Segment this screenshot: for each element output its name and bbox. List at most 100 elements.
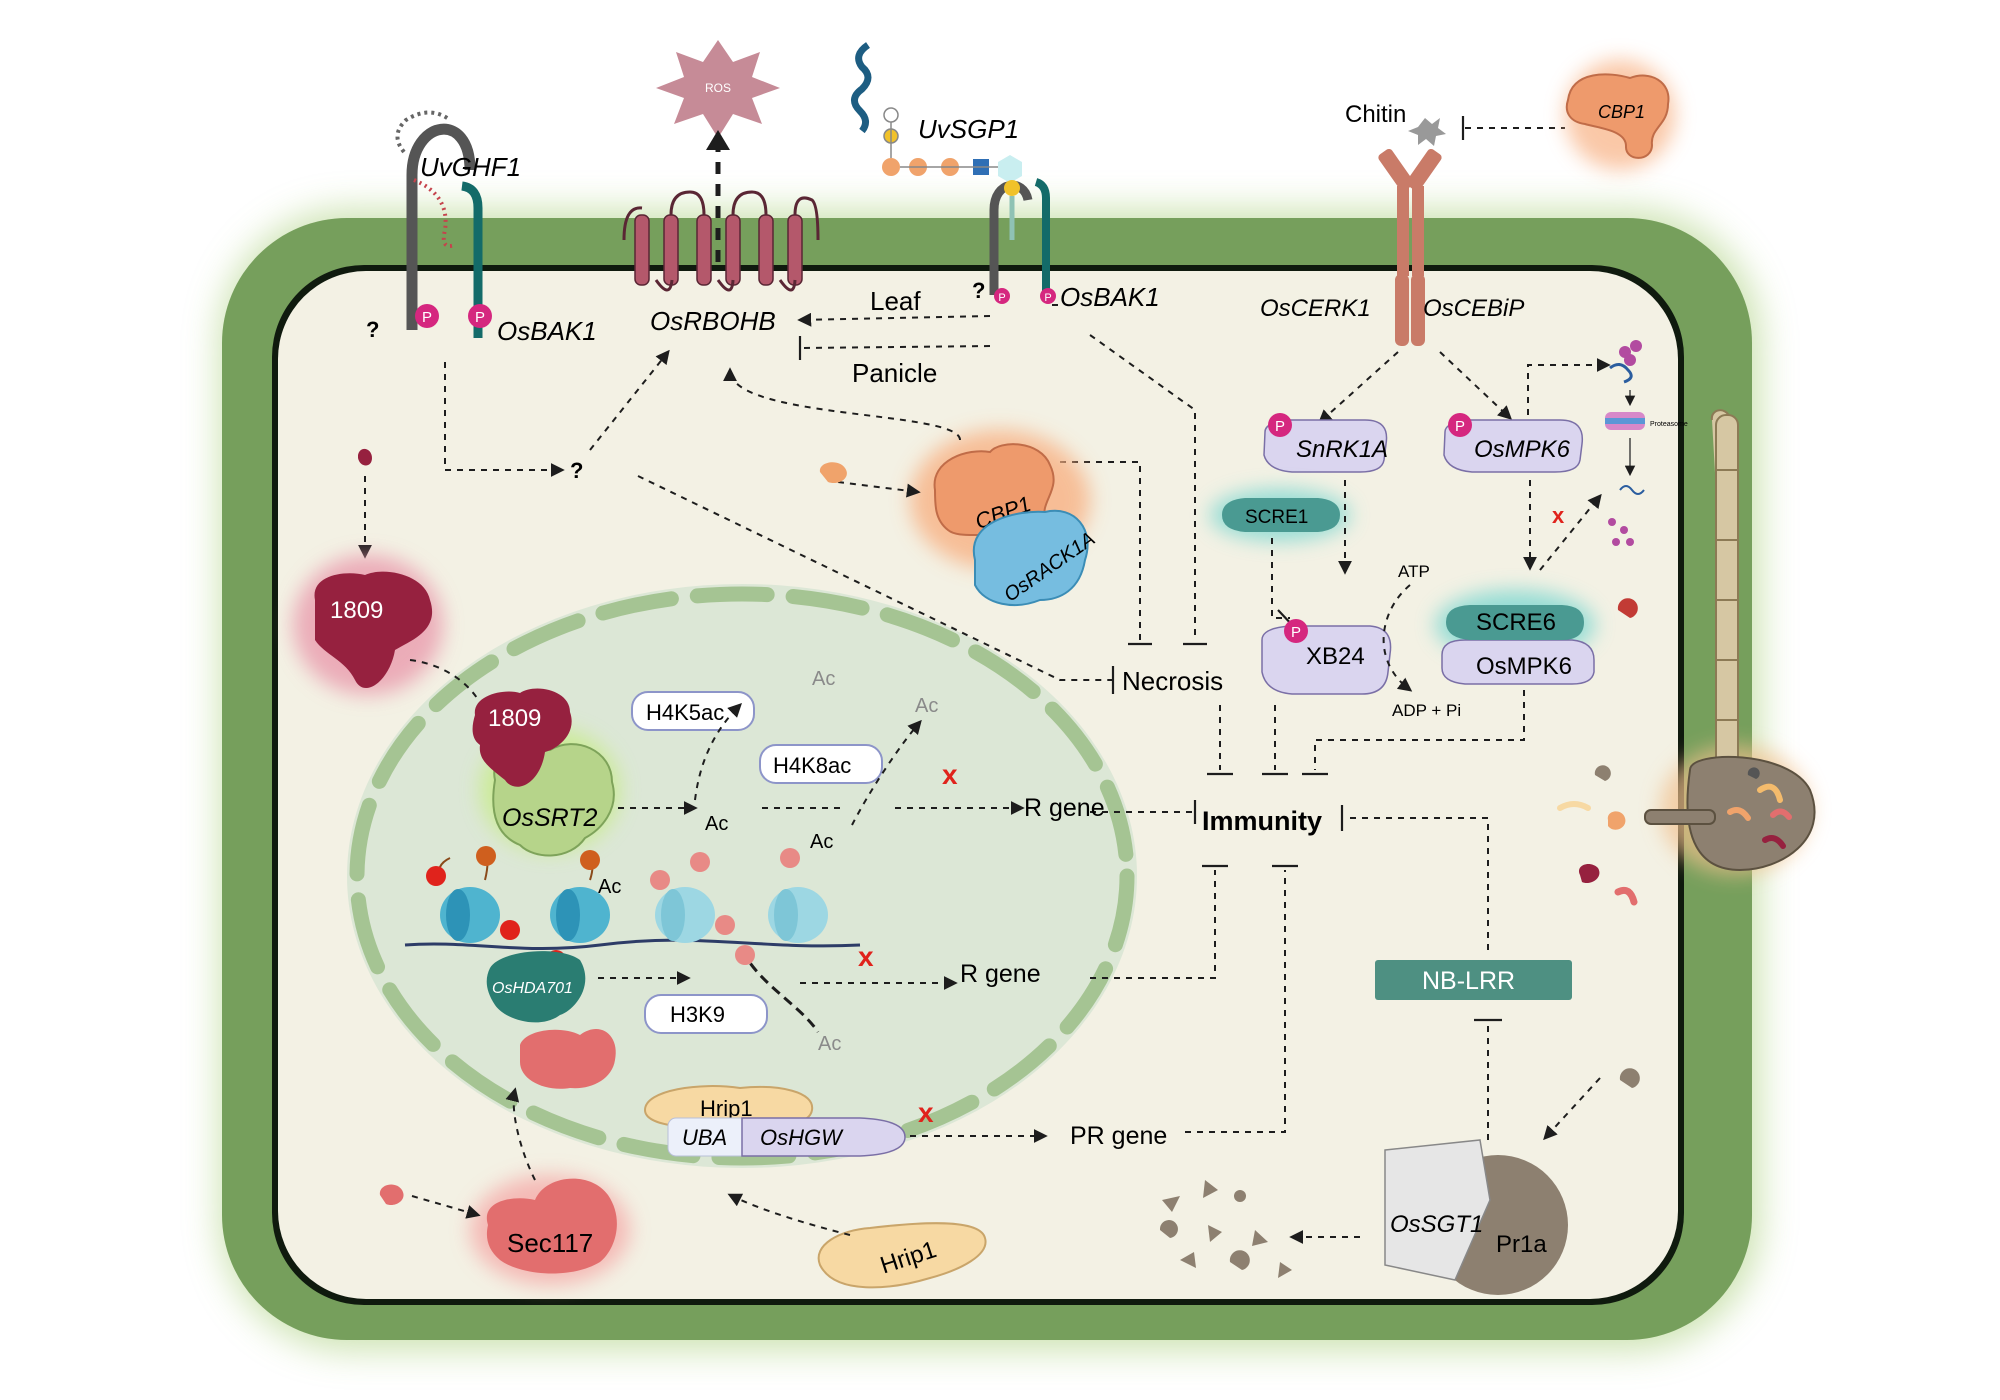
uvghf1-lrr [395,110,452,154]
ossrt2-label: OsSRT2 [502,804,597,832]
1809-into-nucleus [409,659,493,725]
oscerk1-oscebip-receptors [1378,148,1442,346]
ac-release-3 [740,949,820,1033]
red-x-proteasome: x [1552,503,1565,528]
nb-lrr-label: NB-LRR [1422,967,1515,995]
glycan-orange-1 [882,158,900,176]
p-label: P [422,309,432,326]
question-mark-3: ? [570,458,583,483]
panicle-label: Panicle [852,358,937,388]
snrk1a-phospho [1268,413,1292,437]
oshda701 [486,951,586,1023]
nuclear-envelope [349,586,1135,1166]
uvghf1-ligand [413,178,456,248]
ac-release-2 [851,719,922,826]
nb-lrr [1375,960,1572,1000]
p-label: P [1275,418,1285,435]
osmpk6-bottom-label: OsMPK6 [1476,653,1572,680]
r-gene-top-label: R gene [1024,794,1105,822]
scre6-label: SCRE6 [1476,609,1556,636]
osbak1-left-label: OsBAK1 [497,316,597,346]
question-inhibits-necrosis [637,475,1112,681]
scre1-inhibits-xb24 [1271,538,1290,619]
pr-gene-label: PR gene [1070,1122,1167,1150]
pr1a-entry-arrow [1543,1077,1601,1141]
effector-1809-inside [472,688,572,787]
proteasome-label: Proteasome [1650,421,1688,428]
necrosis-label: Necrosis [1122,666,1223,696]
atp-label: ATP [1398,562,1430,581]
adp-label: ADP + Pi [1392,701,1461,720]
sec117-into-nucleus [505,1087,536,1181]
ac-release-1 [694,703,742,801]
cbp1-outside-label: CBP1 [1598,102,1645,122]
leaf-arrow [797,312,991,327]
phospho-right-1 [994,288,1010,304]
phospho-left-1 [415,304,439,328]
h3k9-label: H3K9 [670,1002,725,1027]
panicle-inhibition [799,345,991,349]
atp-to-adp [1382,584,1413,692]
glycan-hexagon [998,155,1022,183]
osmpk6-phospho [1448,413,1472,437]
leaf-label: Leaf [870,286,921,316]
p-label: P [1291,624,1301,641]
h4k5ac-label: H4K5ac [646,700,724,725]
glycan-white [883,107,899,123]
ac-label-1: Ac [812,668,835,690]
oscebip-label: OsCEBiP [1423,295,1524,322]
osbak1-left-receptor [461,181,483,338]
cerk1-to-snrk1a [1317,351,1399,424]
degradation-fragments [1159,1180,1292,1278]
osmpk6-bottom [1441,639,1595,685]
uvghf1-receptor [406,123,476,330]
phospho-right-2 [1040,288,1056,304]
mpk6-blocked-degradation [1539,493,1602,571]
question-mark-2: ? [972,278,985,303]
question-to-rbohb [589,349,670,451]
cbp1-small [819,462,847,484]
p-label: P [1044,292,1051,304]
sec117 [486,1178,617,1274]
ossgt1 [1384,1139,1491,1281]
proteasome-degradation-icons: Proteasome [1605,340,1688,618]
uvsgp1-label: UvSGP1 [918,114,1019,144]
scre1-label: SCRE1 [1245,507,1308,528]
p-label: P [1455,418,1465,435]
osrbohb-label: OsRBOHB [650,306,776,336]
oshda701-partner [520,1029,616,1089]
effector-1809-inside-label: 1809 [488,705,541,732]
h4k8ac-label: H4K8ac [773,753,851,778]
red-x-rgene-top: x [942,759,958,790]
r-gene-bottom-label: R gene [960,960,1041,988]
hrip1-cytoplasmic [817,1222,987,1289]
cbp1-to-rbohb [723,367,961,441]
effector-1809-small [358,448,372,466]
scre1 [1222,498,1340,532]
oshda701-label: OsHDA701 [492,980,573,997]
pr1a-fragment [1619,1068,1640,1088]
cbp1-inhibits-necrosis [1060,461,1141,640]
osbak1-inhibits-necrosis [1050,304,1196,640]
h4k8ac-box [759,744,883,784]
uvghf1-label: UvGHF1 [420,152,521,182]
chitin-label: Chitin [1345,101,1406,128]
osmpk6-top-label: OsMPK6 [1474,436,1571,463]
uba-label: UBA [682,1125,727,1150]
fungal-hypha [1644,409,1816,872]
pr1a-label: Pr1a [1496,1231,1547,1258]
mpk6-to-degradation [1527,358,1611,415]
effector-1809-outside-label: 1809 [330,597,383,624]
oshgw [741,1117,906,1157]
ros-arrowhead [706,130,730,150]
ac-label-5: Ac [598,876,621,898]
h4k5ac-box [631,691,755,731]
xb24-protein [1261,625,1392,695]
nucleosomes [440,887,828,943]
secreted-effectors [1557,765,1638,906]
nblrr-to-immunity [1345,817,1489,950]
ac-label-6: Ac [818,1033,841,1055]
chitin-molecule [1408,118,1446,146]
